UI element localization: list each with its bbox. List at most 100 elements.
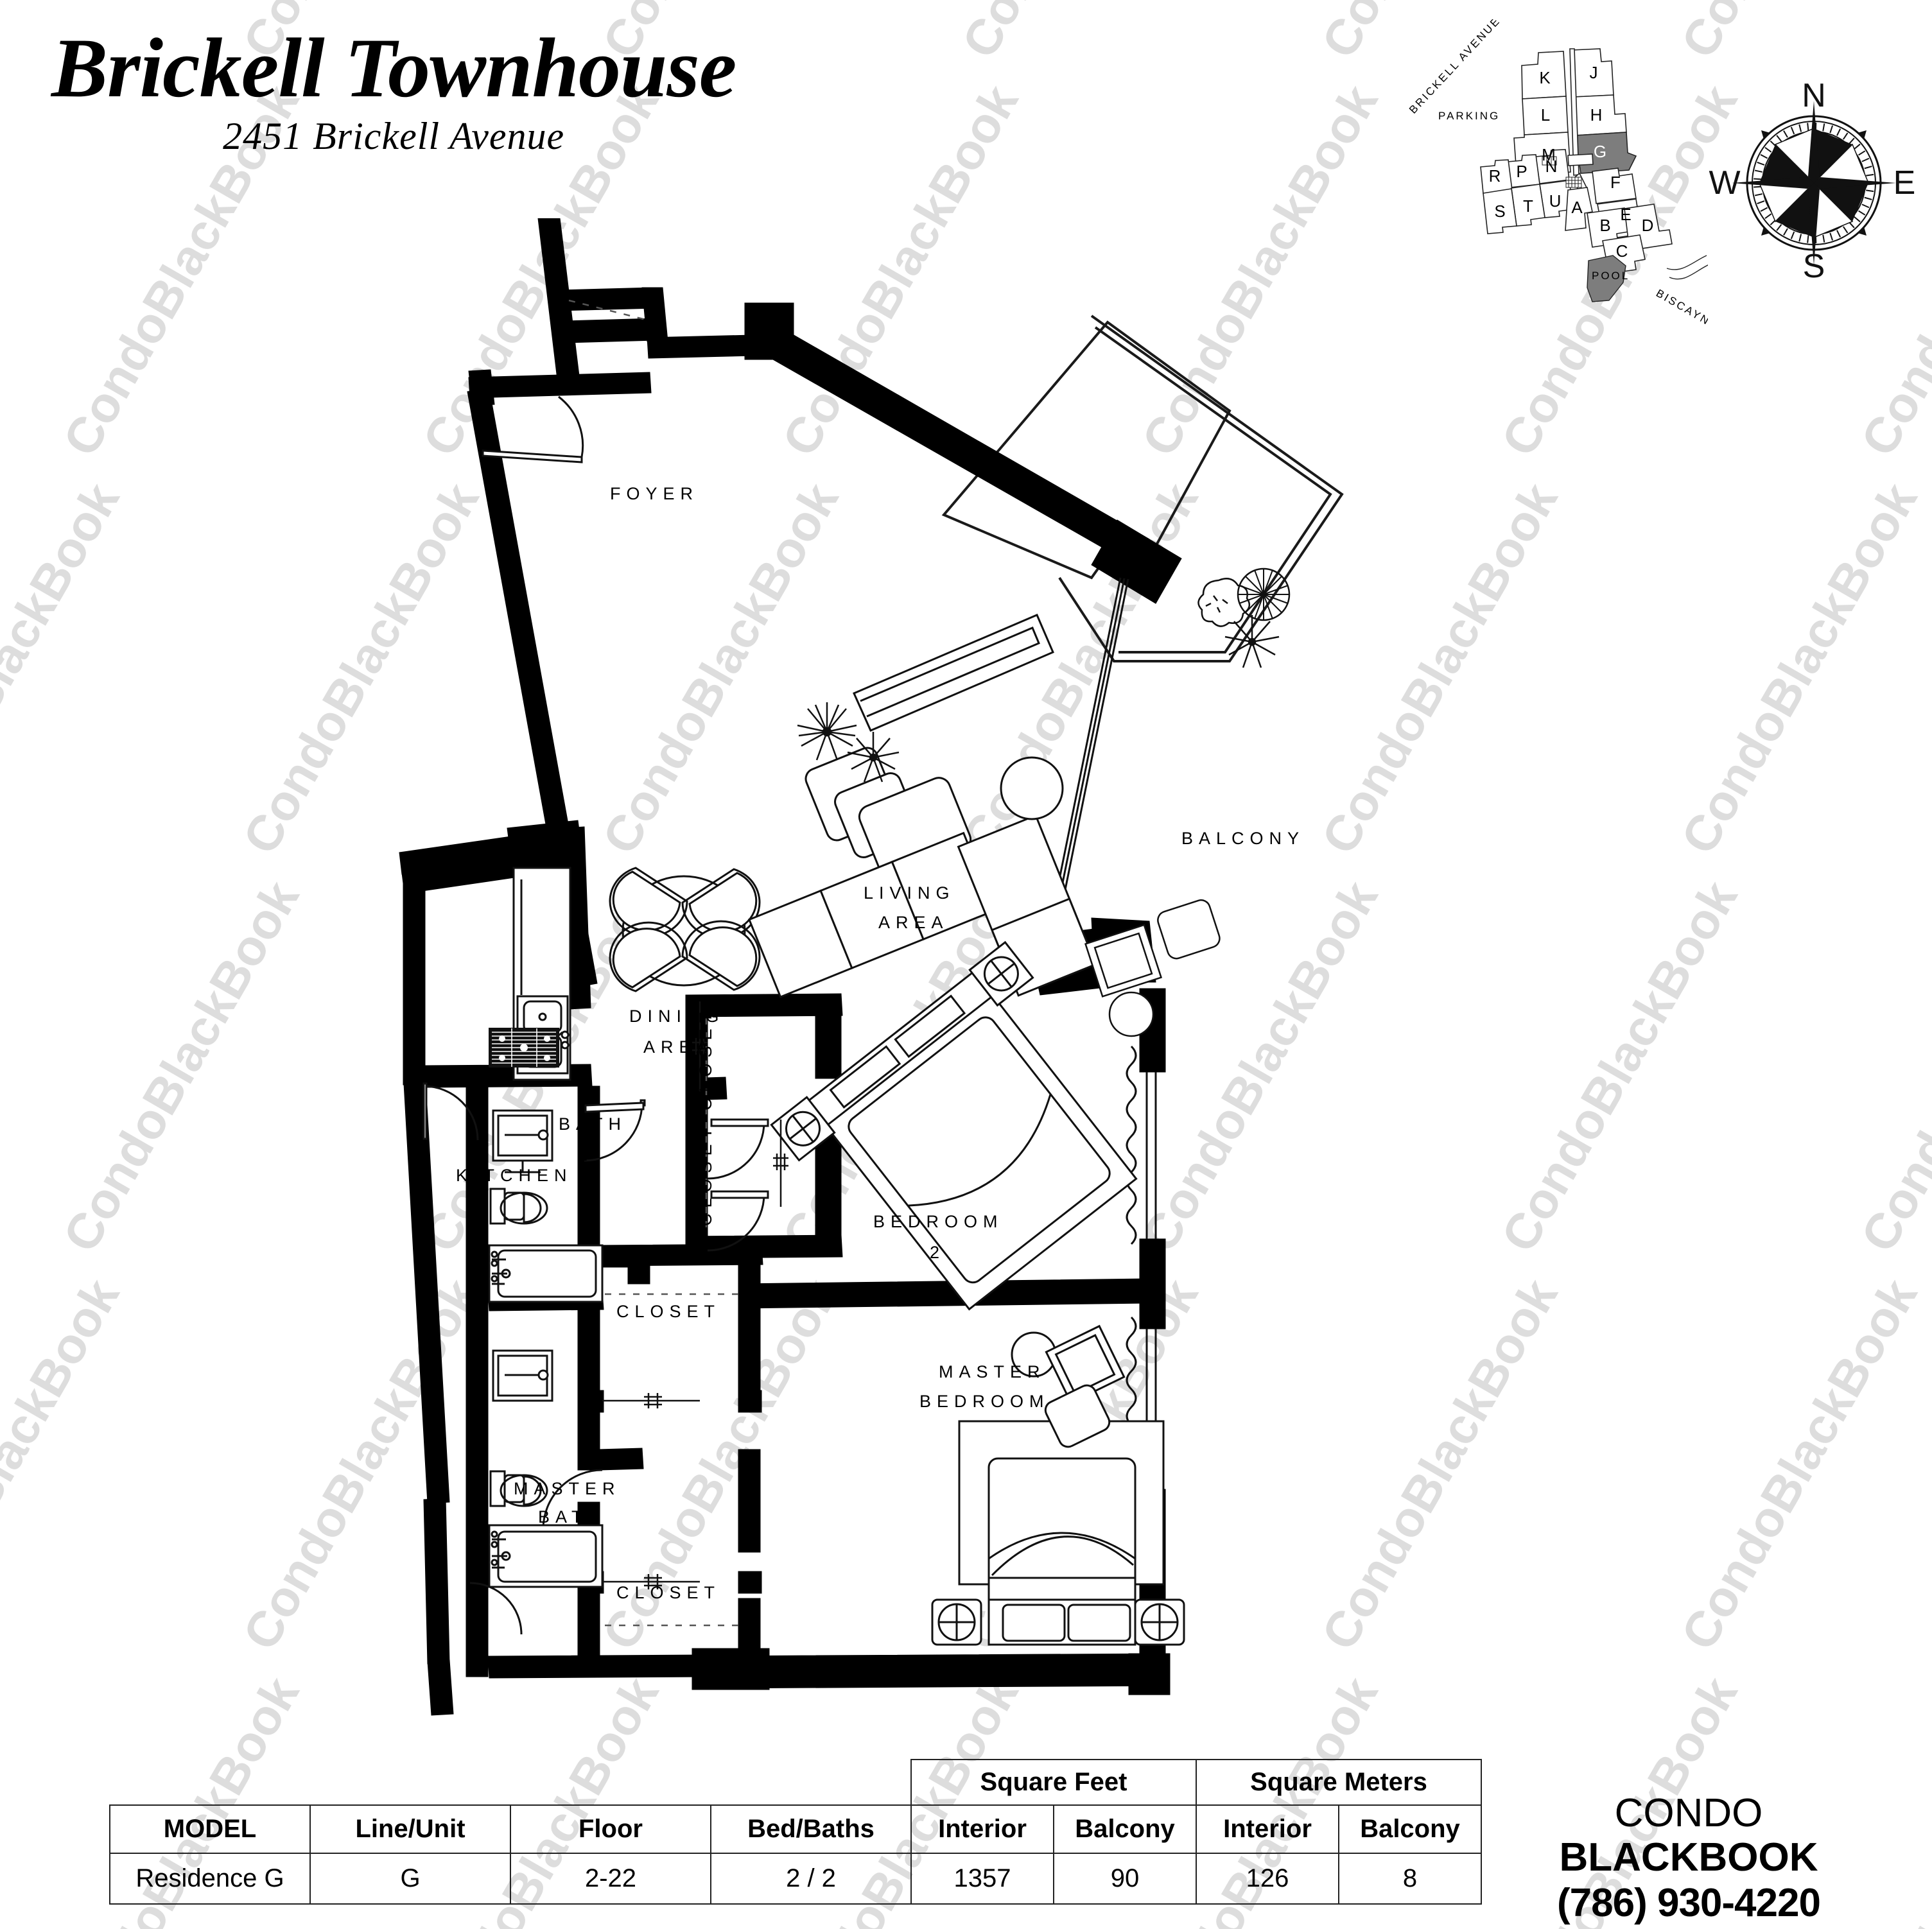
room-label-foyer: FOYER [610,484,699,503]
keyplan-unit-B: B [1599,216,1610,235]
brand-name-part1: CONDO [1614,1791,1763,1835]
room-label-dining-2: AREA [643,1037,714,1057]
room-label-bath2-2: 2 [578,1145,593,1164]
keyplan-unit-F: F [1610,173,1621,192]
compass-east-label: E [1893,164,1916,202]
closet-shelf-line [568,299,738,1627]
room-label-living-1: LIVING [864,883,955,903]
keyplan-unit-P: P [1516,162,1527,181]
dining-table-furniture [609,867,761,992]
room-label-balcony: BALCONY [1181,829,1305,848]
room-label-closet-bed2-a: CLOSET [696,1007,715,1111]
room-label-dining-1: DINING [629,1007,725,1026]
room-label-closet-mid: CLOSET [616,1302,720,1321]
cell-floor: 2-22 [510,1853,711,1905]
room-label-masterbed-2: BEDROOM [919,1392,1050,1411]
compass-north-label: N [1802,77,1826,114]
title-block: Brickell Townhouse 2451 Brickell Avenue [51,26,736,159]
table-header-sm-interior: Interior [1196,1804,1339,1854]
balcony-shrub-icon [1197,578,1251,627]
keyplan-unit-D: D [1642,216,1654,235]
living-furniture [747,614,1097,999]
table-row: Residence G G 2-22 2 / 2 1357 90 126 8 [109,1853,1482,1905]
closet-rod-icon [602,1001,788,1589]
toilet-icon [489,1188,548,1225]
table-header-sf-balcony: Balcony [1053,1804,1197,1854]
floor-plan-drawing: FOYER DINING AREA KITCHEN LIVING AREA BA… [0,218,1477,1733]
brand-logo: CONDO BLACKBOOK (786) 930-4220 [1483,1791,1894,1926]
keyplan-street-label: BRICKELL AVENUE [1407,19,1503,116]
room-label-bedroom2-1: BEDROOM [873,1212,1004,1231]
plant-icon [797,702,900,783]
keyplan-unit-E: E [1620,205,1631,224]
cell-sf-balcony: 90 [1053,1853,1197,1905]
keyplan-unit-M: M [1542,145,1556,164]
bath2-fixtures [488,1109,604,1303]
brand-phone: (786) 930-4220 [1557,1880,1821,1925]
keyplan-unit-T: T [1523,196,1533,216]
pool-label: POOL [1592,270,1630,282]
room-label-closet-lower: CLOSET [616,1583,720,1602]
cell-sm-interior: 126 [1196,1853,1339,1905]
table-group-square-feet: Square Feet [910,1759,1197,1806]
bathtub-icon [488,1244,604,1303]
table-group-square-meters: Square Meters [1196,1759,1482,1806]
room-label-closet-bed2-b: CLOSET [696,1122,715,1226]
bedroom2-bed [770,940,1138,1311]
table-header-bed-baths: Bed/Baths [710,1804,912,1854]
compass-rose: N S E W [1708,77,1920,289]
compass-south-label: S [1803,248,1825,285]
cell-sm-balcony: 8 [1338,1853,1482,1905]
pool-shape [1587,255,1626,302]
room-label-bath2-1: BATH [559,1114,627,1134]
watermark-text: CondoBlackBook [1669,1269,1928,1659]
table-header-floor: Floor [510,1804,711,1854]
page-subtitle: 2451 Brickell Avenue [223,115,565,157]
specifications-table: Square Feet Square Meters MODEL Line/Uni… [109,1759,1482,1905]
keyplan-bay-label: BISCAYNE BAY [1654,287,1708,349]
cooktop-icon [489,1028,559,1068]
keyplan-unit-R: R [1489,166,1501,186]
toilet-icon [489,1470,548,1507]
master-bath-fixtures [488,1349,604,1588]
cell-bed-baths: 2 / 2 [710,1853,912,1905]
balcony-chair [1084,899,1221,998]
keyplan-unit-C: C [1616,241,1628,261]
keyplan-unit-A: A [1571,198,1583,217]
watermark-text: CondoBlackBook [950,0,1210,68]
master-bedroom-bed [931,1420,1185,1646]
room-label-masterbath-2: BATH [538,1507,606,1527]
cell-model: Residence G [109,1853,311,1905]
cell-sf-interior: 1357 [910,1853,1054,1905]
cell-line-unit: G [309,1853,511,1905]
table-header-sm-balcony: Balcony [1338,1804,1482,1854]
keyplan-unit-G: G [1594,142,1606,161]
room-label-kitchen: KITCHEN [456,1166,573,1185]
room-label-masterbath-1: MASTER [514,1479,621,1498]
watermark-text: CondoBlackBook [1490,871,1748,1261]
bathtub-icon [488,1524,604,1588]
table-header-line-unit: Line/Unit [309,1804,511,1854]
keyplan-unit-U: U [1549,191,1562,211]
watermark-text: CondoBlackBook [1669,0,1929,68]
keyplan-unit-N: N [1545,157,1558,176]
table-header-sf-interior: Interior [910,1804,1054,1854]
room-label-masterbed-1: MASTER [939,1362,1046,1381]
master-bedroom-seating [1011,1324,1126,1448]
room-label-living-2: AREA [878,913,949,932]
keyplan-unit-J: J [1590,63,1598,82]
page-title: Brickell Townhouse [51,21,736,115]
watermark-text: CondoBlackBook [1669,473,1928,863]
keyplan-unit-H: H [1590,105,1603,125]
keyplan-unit-L: L [1541,105,1550,125]
watermark-text: CondoBlackBook [1849,871,1932,1261]
room-label-bedroom2-2: 2 [930,1243,945,1262]
key-plan: POOL K J L H M G R P N F S T U A E B D C… [1400,19,1708,494]
keyplan-parking-label: PARKING [1438,110,1500,122]
keyplan-unit-K: K [1539,68,1551,87]
table-header-model: MODEL [109,1804,311,1854]
keyplan-unit-S: S [1494,202,1505,221]
brand-name-part2: BLACKBOOK [1559,1835,1818,1880]
balcony-palm-icon [1224,615,1280,668]
compass-west-label: W [1709,164,1740,202]
